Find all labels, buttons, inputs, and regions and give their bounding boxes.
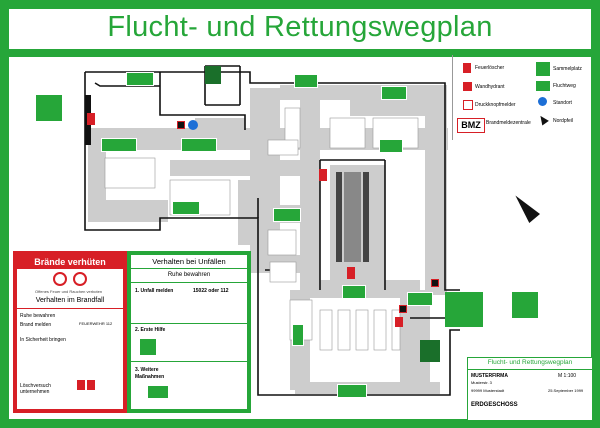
fire-box-row-extinguish: Löschversuch unternehmen xyxy=(20,383,51,395)
accident-box-divider-4 xyxy=(131,361,247,362)
floor-plan xyxy=(84,65,483,396)
escalator xyxy=(336,172,369,262)
fire-box-note: Offenes Feuer und Rauchen verboten xyxy=(35,289,103,294)
fire-box-phone: FEUERWEHR 112 xyxy=(79,321,113,326)
exit-sign-top-left xyxy=(126,72,154,86)
exit-sign-left-bottom xyxy=(172,201,200,215)
exit-sign-top-right xyxy=(381,86,407,100)
assembly-point-left-icon xyxy=(35,94,63,122)
legend: Feuerlöscher Wandhydrant Druckknopfmelde… xyxy=(452,55,592,140)
assembly-point-right-icon xyxy=(511,291,539,319)
exit-sign-bottom xyxy=(337,384,367,398)
legend-hydrant: Wandhydrant xyxy=(475,84,505,90)
alarm-button-icon xyxy=(177,121,185,129)
fire-box-row-calm: Ruhe bewahren xyxy=(20,313,56,319)
extinguisher-icon xyxy=(87,113,95,125)
escape-route-legend-icon xyxy=(535,80,551,92)
fire-box-heading: Brände verhüten xyxy=(17,255,123,269)
exit-sign-escalator xyxy=(342,285,366,299)
exit-sign-center xyxy=(181,138,217,152)
info-scale: M 1:100 xyxy=(558,373,577,379)
first-aid-icon xyxy=(139,338,157,356)
accident-box-heading: Verhalten bei Unfällen xyxy=(152,257,226,266)
accident-box-divider-1 xyxy=(131,268,247,269)
extinguisher-icon xyxy=(395,317,403,327)
fire-safety-box: Brände verhüten Offenes Feuer und Rauche… xyxy=(13,251,127,413)
info-floor: ERDGESCHOSS xyxy=(471,402,518,408)
exit-sign-mid-lower xyxy=(273,208,301,222)
legend-standort: Standort xyxy=(553,100,572,106)
exit-sign-accident-box xyxy=(147,385,169,399)
standort-legend-icon xyxy=(538,97,547,106)
plan-inner: Flucht- und Rettungswegplan xyxy=(9,9,593,421)
alarm-button-icon xyxy=(463,100,473,110)
exit-sign-upper-right xyxy=(379,139,403,153)
info-city: 99999 Musterstadt xyxy=(471,388,505,393)
stalls xyxy=(104,107,419,351)
accident-step1: 1. Unfall melden xyxy=(135,288,174,294)
assembly-point-legend-icon xyxy=(535,61,551,77)
alarm-button-icon xyxy=(399,305,407,313)
accident-box-subheading: Ruhe bewahren xyxy=(167,272,211,278)
north-arrow-legend-icon xyxy=(537,113,549,126)
exit-sign-left-corridor xyxy=(101,138,137,152)
exit-sign-top-mid xyxy=(294,74,318,88)
fire-box-row-report: Brand melden xyxy=(20,322,52,328)
accident-step1-number: 15022 oder 112 xyxy=(193,288,229,294)
extinguisher-icon xyxy=(319,169,327,181)
page-title: Flucht- und Rettungswegplan xyxy=(107,11,493,43)
extinguisher-icon xyxy=(463,63,471,73)
no-smoking-icon xyxy=(53,272,67,286)
fire-box-subheading: Verhalten im Brandfall xyxy=(35,297,105,304)
accident-box-divider-3 xyxy=(131,323,247,324)
hydrant-icon xyxy=(463,82,472,91)
info-company: MUSTERFIRMA xyxy=(471,373,508,379)
legend-escape: Fluchtweg xyxy=(553,83,576,89)
legend-assembly: Sammelplatz xyxy=(553,66,582,72)
info-street: Musterstr. 3 xyxy=(471,380,492,385)
legend-alarm: Druckknopfmelder xyxy=(475,102,516,108)
info-title: Flucht- und Rettungswegplan xyxy=(487,359,573,366)
title-band: Flucht- und Rettungswegplan xyxy=(9,9,591,47)
legend-bmz: Brandmeldezentrale xyxy=(486,120,531,126)
legend-north: Nordpfeil xyxy=(553,118,574,124)
info-block: Flucht- und Rettungswegplan MUSTERFIRMA … xyxy=(467,357,593,421)
fire-box-divider xyxy=(17,308,123,309)
exit-sign-right-lower xyxy=(407,292,433,306)
standort-dot xyxy=(188,120,198,130)
hydrant-icon xyxy=(87,380,95,390)
no-fire-icon xyxy=(73,272,87,286)
accident-step2: 2. Erste Hilfe xyxy=(135,327,166,333)
info-divider xyxy=(468,369,592,370)
fire-box-row-safety: In Sicherheit bringen xyxy=(20,337,66,343)
extinguisher-icon xyxy=(77,380,85,390)
extinguisher-icon xyxy=(347,267,355,279)
bmz-badge: BMZ xyxy=(457,118,485,133)
info-date: 25.September 1999 xyxy=(548,388,584,393)
accident-box-divider-2 xyxy=(131,282,247,283)
legend-extinguisher: Feuerlöscher xyxy=(475,65,505,71)
green-rooms xyxy=(205,66,483,362)
alarm-button-icon xyxy=(431,279,439,287)
accident-box: Verhalten bei Unfällen Ruhe bewahren 1. … xyxy=(127,251,251,413)
exit-sign-bottom-left xyxy=(292,324,304,346)
accident-step3: 3. Weitere Maßnahmen xyxy=(135,367,165,380)
title-underline xyxy=(9,49,591,57)
